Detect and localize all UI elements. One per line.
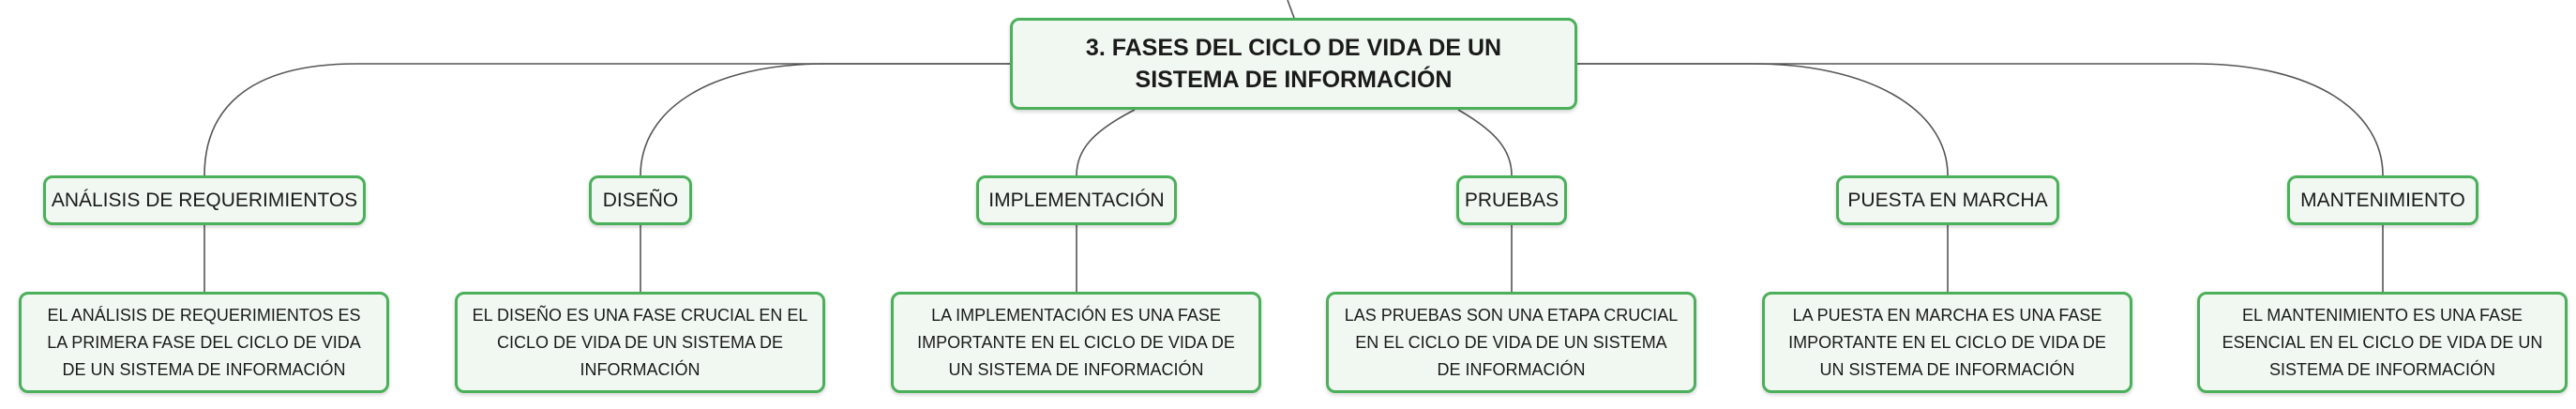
topic-pruebas[interactable]: PRUEBAS [1456,175,1567,225]
description-pruebas[interactable]: LAS PRUEBAS SON UNA ETAPA CRUCIAL EN EL … [1326,292,1696,393]
connector-root-diseno [640,63,1010,176]
topic-analisis[interactable]: ANÁLISIS DE REQUERIMIENTOS [43,175,366,225]
connector-root-mantenimiento [1577,63,2384,176]
description-implementacion[interactable]: LA IMPLEMENTACIÓN ES UNA FASE IMPORTANTE… [891,292,1261,393]
description-analisis[interactable]: EL ANÁLISIS DE REQUERIMIENTOS ES LA PRIM… [19,292,389,393]
topic-diseno[interactable]: DISEÑO [589,175,692,225]
description-puesta-en-marcha[interactable]: LA PUESTA EN MARCHA ES UNA FASE IMPORTAN… [1762,292,2132,393]
description-mantenimiento[interactable]: EL MANTENIMIENTO ES UNA FASE ESENCIAL EN… [2197,292,2568,393]
description-diseno[interactable]: EL DISEÑO ES UNA FASE CRUCIAL EN EL CICL… [455,292,825,393]
connector-root-pruebas [1457,109,1513,176]
connector-root-puesta [1577,63,1949,176]
connector-root-implementacion [1076,109,1136,176]
topic-mantenimiento[interactable]: MANTENIMIENTO [2287,175,2478,225]
connector-root-analisis [203,63,1010,176]
topic-puesta-en-marcha[interactable]: PUESTA EN MARCHA [1836,175,2059,225]
topic-implementacion[interactable]: IMPLEMENTACIÓN [976,175,1177,225]
central-topic[interactable]: 3. FASES DEL CICLO DE VIDA DE UN SISTEMA… [1010,18,1577,110]
connector-parent [1287,0,1295,19]
